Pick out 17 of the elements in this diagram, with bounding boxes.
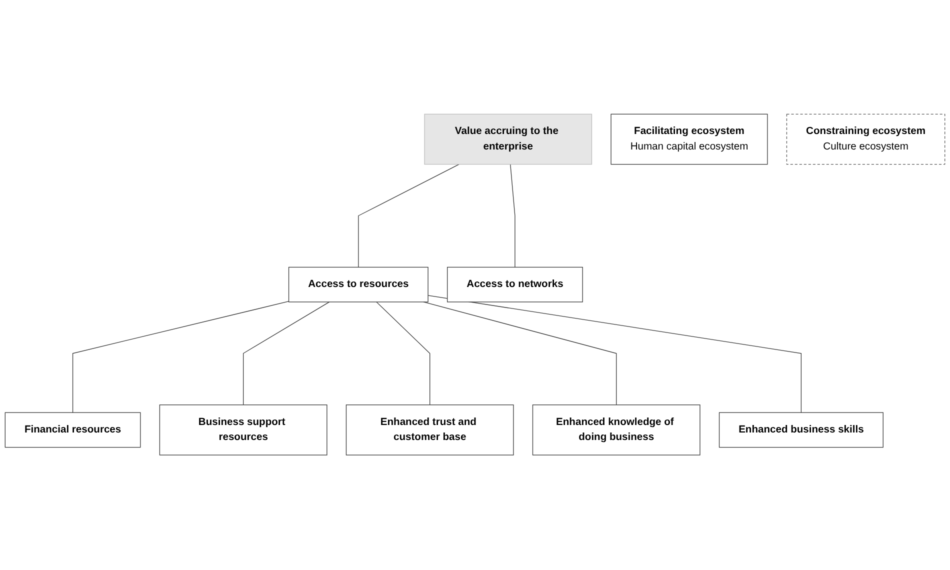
node-box: Value accruing to the enterprise	[424, 114, 592, 166]
connector	[510, 164, 516, 268]
node-box: Access to networks	[447, 267, 583, 303]
node-box: Access to resources	[288, 267, 428, 303]
node-box: Facilitating ecosystem Human capital ecosystem	[610, 114, 768, 166]
connector	[72, 301, 290, 414]
node-box: Enhanced business skills	[718, 412, 884, 448]
connector	[376, 302, 430, 406]
node-box: Enhanced trust and customer base	[346, 404, 514, 456]
connector	[423, 302, 617, 406]
node-box: Business support resources	[159, 404, 328, 456]
connector	[428, 296, 802, 414]
connector	[243, 302, 330, 406]
node-box: Constraining ecosystem Culture ecosystem	[786, 114, 946, 166]
connector	[358, 164, 460, 268]
node-box: Financial resources	[4, 412, 141, 448]
node-box: Enhanced knowledge of doing business	[532, 404, 700, 456]
